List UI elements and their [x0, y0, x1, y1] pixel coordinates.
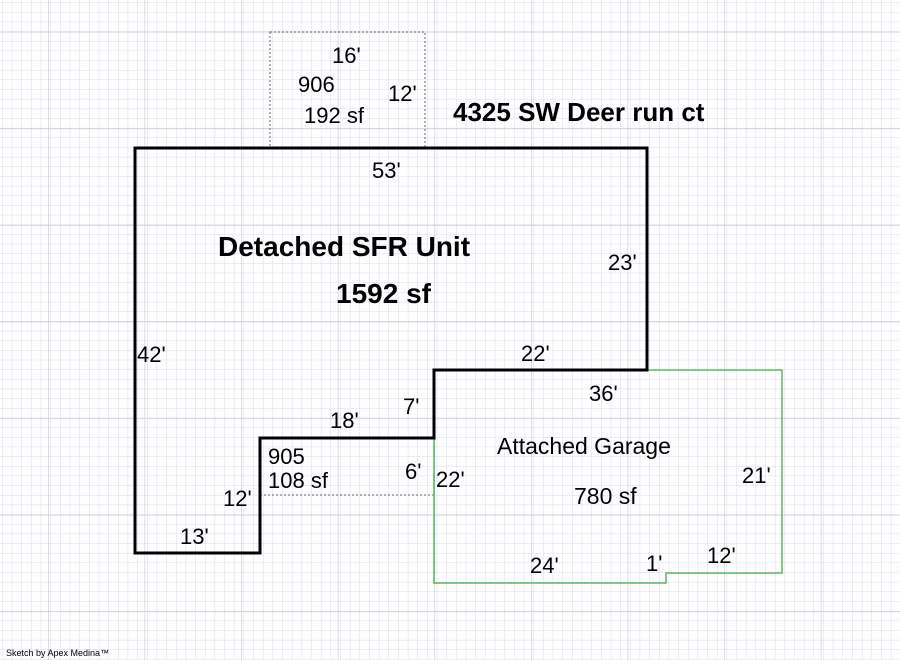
- dim-sfr-12: 12': [223, 486, 252, 511]
- dim-sfr-53: 53': [372, 158, 401, 183]
- garage-area: 780 sf: [574, 483, 637, 509]
- garage-name: Attached Garage: [497, 433, 671, 459]
- dim-906-depth: 12': [388, 81, 417, 106]
- dim-garage-21: 21': [742, 463, 771, 488]
- dim-sfr-13: 13': [180, 524, 209, 549]
- dim-garage-24: 24': [530, 553, 559, 578]
- area-906-code: 906: [298, 72, 335, 97]
- sfr-area: 1592 sf: [336, 278, 432, 309]
- dim-sfr-7: 7': [403, 394, 419, 419]
- dim-905-6: 6': [405, 459, 421, 484]
- area-906-size: 192 sf: [304, 103, 365, 128]
- dim-sfr-22: 22': [521, 341, 550, 366]
- garage-outline: [433, 369, 783, 584]
- sfr-name: Detached SFR Unit: [218, 231, 470, 262]
- dim-sfr-18: 18': [330, 408, 359, 433]
- dim-sfr-42: 42': [137, 342, 166, 367]
- dim-garage-1: 1': [646, 551, 662, 576]
- dim-garage-36: 36': [589, 381, 618, 406]
- area-905-code: 905: [268, 444, 305, 469]
- dim-sfr-23: 23': [608, 250, 637, 275]
- dim-garage-12: 12': [707, 543, 736, 568]
- area-905-size: 108 sf: [268, 468, 329, 493]
- sfr-outline: [133, 146, 649, 555]
- dim-906-width: 16': [332, 43, 361, 68]
- sketch-credit: Sketch by Apex Medina™: [6, 648, 109, 658]
- dim-garage-22: 22': [436, 467, 465, 492]
- property-address: 4325 SW Deer run ct: [453, 97, 705, 127]
